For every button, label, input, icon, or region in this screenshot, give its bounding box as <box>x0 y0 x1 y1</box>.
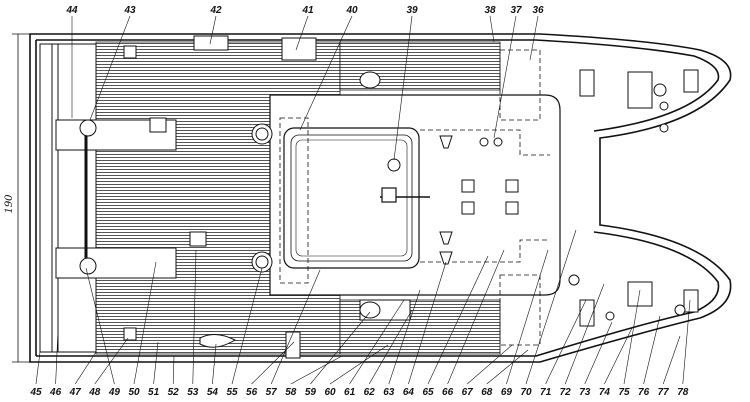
bottom-leader-72 <box>564 283 605 385</box>
callout-56: 56 <box>246 387 258 398</box>
bottom-leader-46 <box>55 329 59 385</box>
callout-71: 71 <box>540 387 552 398</box>
callout-47: 47 <box>69 387 82 398</box>
bottom-leader-61 <box>349 299 405 385</box>
bottom-leader-63 <box>388 289 421 385</box>
bottom-leader-52 <box>172 355 175 385</box>
callout-54: 54 <box>207 387 219 398</box>
callout-70: 70 <box>520 387 532 398</box>
bottom-leader-65 <box>427 255 489 385</box>
bottom-leader-56 <box>251 341 295 385</box>
callout-64: 64 <box>403 387 415 398</box>
callout-76: 76 <box>638 387 650 398</box>
dashed-outlines <box>279 49 550 346</box>
callout-75: 75 <box>618 387 630 398</box>
bottom-leader-66 <box>447 249 505 385</box>
callout-53: 53 <box>187 387 199 398</box>
top-leader-39 <box>393 15 413 161</box>
bottom-leader-60 <box>329 344 389 385</box>
bottom-leader-68 <box>486 349 529 385</box>
bottom-leader-51 <box>153 341 159 385</box>
dimension-label: 190 <box>4 194 15 214</box>
callout-45: 45 <box>29 387 42 398</box>
callout-62: 62 <box>364 387 376 398</box>
superstructure <box>269 94 561 296</box>
callout-43: 43 <box>123 5 136 16</box>
bottom-leader-53 <box>192 249 197 385</box>
callout-60: 60 <box>324 387 336 398</box>
top-leader-38 <box>489 15 495 43</box>
callout-72: 72 <box>560 387 572 398</box>
bottom-leader-76 <box>643 315 661 385</box>
callout-66: 66 <box>442 387 454 398</box>
callout-48: 48 <box>88 387 101 398</box>
callout-61: 61 <box>344 387 356 398</box>
top-leader-40 <box>299 15 353 131</box>
top-leader-43 <box>89 15 131 121</box>
bottom-leader-54 <box>212 343 217 385</box>
bottom-leader-73 <box>584 321 613 385</box>
bottom-callouts: 45 46 47 48 49 50 51 52 53 54 55 56 57 58 59 60 61 62 63 64… <box>29 229 691 398</box>
bottom-leader-45 <box>35 351 41 385</box>
bottom-leader-74 <box>604 327 633 385</box>
bottom-leader-71 <box>545 299 587 385</box>
bottom-leader-69 <box>506 249 549 385</box>
top-leader-42 <box>209 15 217 45</box>
callout-51: 51 <box>148 387 160 398</box>
callout-37: 37 <box>510 5 522 16</box>
bottom-leader-58 <box>290 355 343 385</box>
callout-50: 50 <box>128 387 140 398</box>
bottom-leader-50 <box>133 261 157 385</box>
callout-38: 38 <box>484 5 496 16</box>
callout-68: 68 <box>481 387 493 398</box>
callout-78: 78 <box>677 387 689 398</box>
callout-74: 74 <box>599 387 611 398</box>
bottom-leader-70 <box>525 229 577 385</box>
callout-63: 63 <box>383 387 395 398</box>
callout-65: 65 <box>422 387 434 398</box>
top-leader-41 <box>295 15 309 51</box>
bottom-leader-75 <box>623 289 641 385</box>
bottom-leader-48 <box>94 337 129 385</box>
bottom-leader-67 <box>467 344 513 385</box>
deck-fittings <box>79 35 699 359</box>
callout-39: 39 <box>406 5 418 16</box>
callout-55: 55 <box>226 387 238 398</box>
top-leader-36 <box>529 15 539 61</box>
callout-42: 42 <box>209 5 222 16</box>
callout-41: 41 <box>301 5 314 16</box>
callout-57: 57 <box>266 387 278 398</box>
callout-40: 40 <box>345 5 358 16</box>
callout-49: 49 <box>108 387 121 398</box>
callout-73: 73 <box>579 387 591 398</box>
dimension-line <box>12 33 30 363</box>
bottom-leader-47 <box>74 351 97 385</box>
callout-36: 36 <box>532 5 544 16</box>
bottom-leader-64 <box>408 261 447 385</box>
callout-52: 52 <box>168 387 180 398</box>
bottom-leader-57 <box>270 269 321 385</box>
callout-59: 59 <box>305 387 317 398</box>
callout-69: 69 <box>501 387 513 398</box>
bottom-leader-55 <box>231 267 263 385</box>
bottom-leader-78 <box>682 299 691 385</box>
bottom-leader-62 <box>368 309 413 385</box>
callout-58: 58 <box>285 387 297 398</box>
bottom-leader-49 <box>85 267 115 385</box>
top-leader-37 <box>493 15 517 139</box>
bottom-leader-77 <box>662 335 681 385</box>
top-callouts: 44 43 42 41 40 39 38 37 36 <box>65 5 544 161</box>
callout-77: 77 <box>658 387 670 398</box>
callout-67: 67 <box>462 387 474 398</box>
bottom-leader-59 <box>310 311 371 385</box>
callout-46: 46 <box>49 387 62 398</box>
callout-44: 44 <box>65 5 78 16</box>
